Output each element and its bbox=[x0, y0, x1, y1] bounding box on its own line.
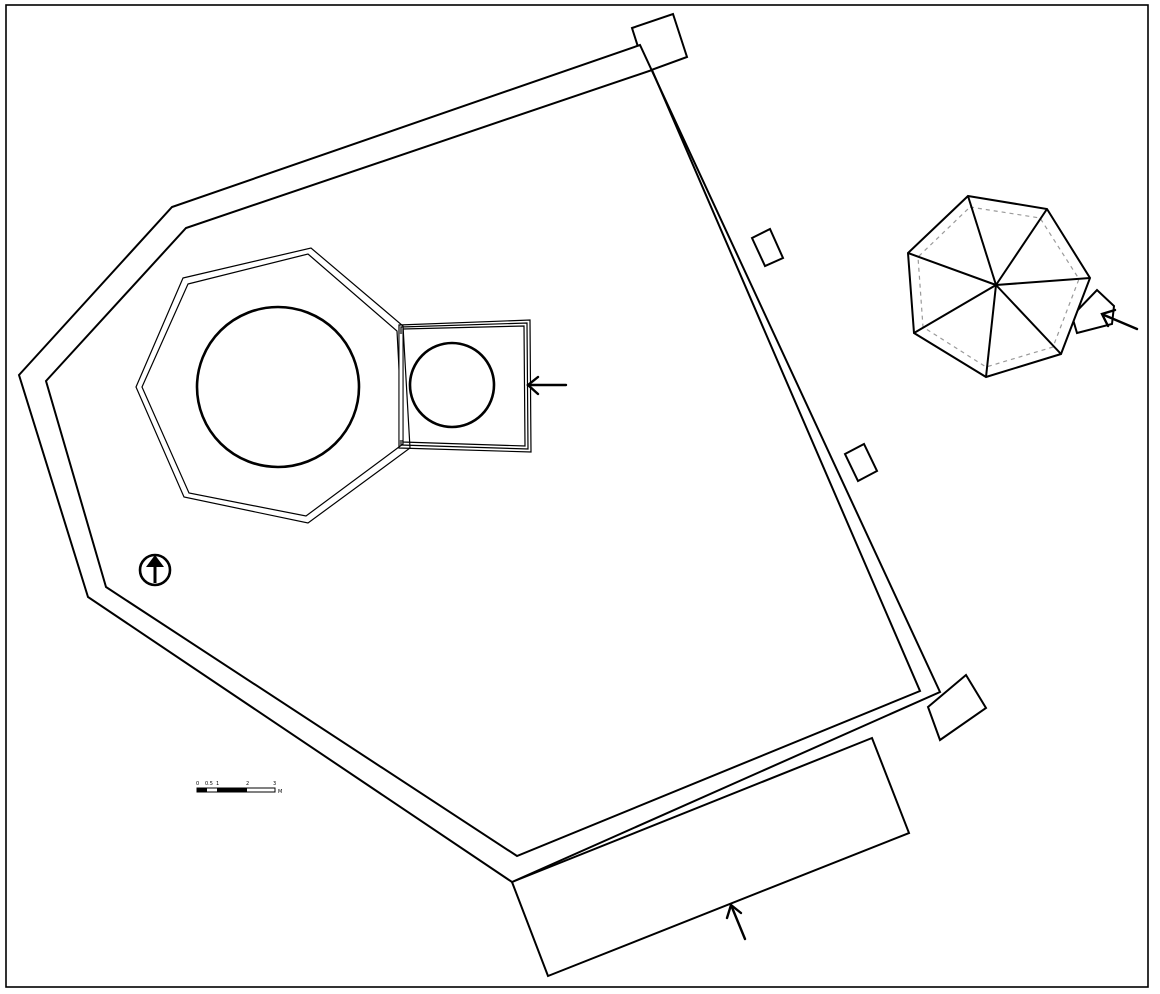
scale-label-2: 2 bbox=[246, 781, 249, 787]
octagonal-pavilion bbox=[906, 194, 1116, 379]
scale-unit: M bbox=[278, 789, 282, 795]
sheet-frame bbox=[5, 4, 1149, 988]
entrance-forecourt bbox=[510, 736, 911, 978]
scale-bar: 0 0.5 1 2 3 M bbox=[196, 781, 282, 795]
pavilion-porch bbox=[1070, 288, 1116, 335]
pavilion-inner-ring bbox=[917, 206, 1080, 368]
tower-corner-bottom bbox=[926, 673, 988, 742]
wall-inner-face bbox=[44, 68, 922, 858]
outer-enclosure-wall bbox=[17, 43, 942, 884]
annex-outer-line bbox=[398, 319, 532, 453]
scale-label-1: 1 bbox=[216, 781, 219, 787]
square-annex bbox=[398, 319, 532, 453]
wall-outer-face bbox=[17, 43, 942, 884]
octagonal-hall bbox=[135, 247, 411, 524]
scale-label-0: 0 bbox=[196, 781, 199, 787]
hall-outer-line bbox=[135, 247, 411, 524]
entrance-arrow-pavilion bbox=[1100, 308, 1139, 331]
entrance-arrow-annex bbox=[526, 375, 568, 396]
pavilion-outline bbox=[906, 194, 1092, 379]
annex-inner-line bbox=[402, 325, 526, 447]
entrance-arrows bbox=[526, 308, 1139, 941]
pavilion-roof-ridges bbox=[907, 195, 1091, 378]
scale-label-3: 3 bbox=[273, 781, 276, 787]
tower-buttress-1 bbox=[750, 227, 785, 268]
entrance-arrow-forecourt bbox=[725, 902, 747, 941]
scale-label-0-5: 0.5 bbox=[205, 781, 213, 787]
hall-inner-line bbox=[141, 253, 404, 517]
annex-chamber bbox=[408, 341, 496, 429]
tower-buttress-2 bbox=[843, 442, 879, 483]
north-arrow-icon bbox=[138, 553, 172, 587]
domed-chamber bbox=[195, 305, 361, 469]
